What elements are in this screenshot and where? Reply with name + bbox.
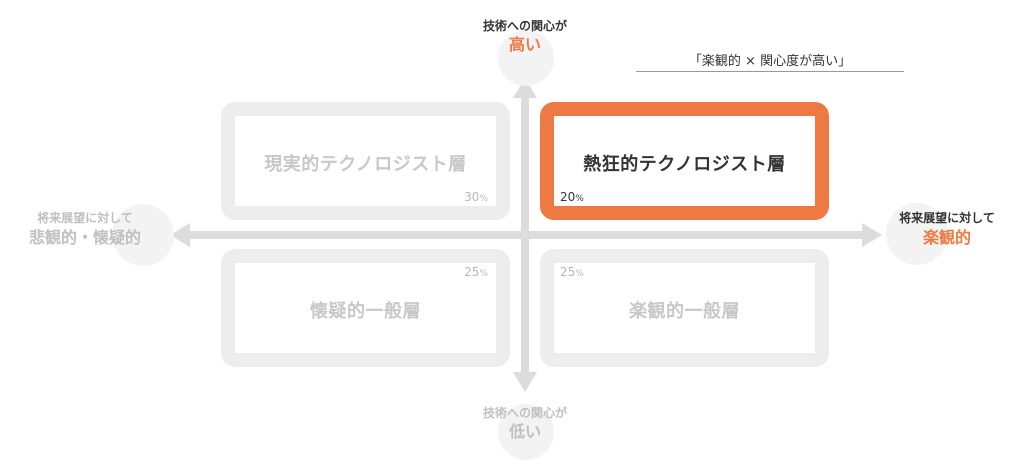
percent-unit: % xyxy=(575,269,584,279)
bottom-axis-big: 低い xyxy=(508,421,541,441)
percent-value: 25 xyxy=(560,265,576,279)
percent-unit: % xyxy=(575,194,584,204)
arrow-up-icon xyxy=(513,78,537,98)
quadrant-percent: 30% xyxy=(464,190,488,204)
percent-unit: % xyxy=(479,269,488,279)
horizontal-axis xyxy=(188,231,864,239)
left-axis-big: 悲観的・懐疑的 xyxy=(28,227,141,247)
quadrant-bottom-right: 25% 楽観的一般層 xyxy=(540,249,829,367)
quadrant-top-left: 現実的テクノロジスト層 30% xyxy=(221,102,510,220)
quadrant-percent: 25% xyxy=(464,265,488,279)
arrow-right-icon xyxy=(862,223,882,247)
top-axis-big: 高い xyxy=(508,34,541,54)
top-label-circle xyxy=(498,30,554,86)
percent-value: 25 xyxy=(464,265,480,279)
quadrant-top-right: 熱狂的テクノロジスト層 20% xyxy=(540,102,829,220)
quadrant-percent: 25% xyxy=(560,265,584,279)
percent-value: 20 xyxy=(560,190,576,204)
bottom-label-circle xyxy=(498,404,554,460)
top-axis-label: 技術への関心が 高い xyxy=(445,19,605,54)
right-axis-big: 楽観的 xyxy=(922,227,971,247)
left-label-circle xyxy=(112,204,174,266)
legend-underline xyxy=(636,71,904,72)
right-axis-label: 将来展望に対して 楽観的 xyxy=(872,211,1022,247)
bottom-axis-small: 技術への関心が xyxy=(482,406,567,420)
right-label-circle xyxy=(886,203,948,265)
quadrant-title: 熱狂的テクノロジスト層 xyxy=(583,154,786,175)
bottom-axis-label: 技術への関心が 低い xyxy=(445,406,605,441)
quadrant-title: 現実的テクノロジスト層 xyxy=(264,154,467,175)
arrow-down-icon xyxy=(513,372,537,392)
legend-text: 「楽観的 × 関心度が高い」 xyxy=(688,54,852,69)
left-axis-label: 将来展望に対して 悲観的・懐疑的 xyxy=(0,211,170,247)
right-axis-small: 将来展望に対して xyxy=(899,211,995,225)
quadrant-title: 楽観的一般層 xyxy=(629,301,740,322)
quadrant-percent: 20% xyxy=(560,190,584,204)
arrow-left-icon xyxy=(170,223,190,247)
percent-value: 30 xyxy=(464,190,480,204)
left-axis-small: 将来展望に対して xyxy=(37,211,133,225)
quadrant-bottom-left: 25% 懐疑的一般層 xyxy=(221,249,510,367)
percent-unit: % xyxy=(479,194,488,204)
top-axis-small: 技術への関心が xyxy=(482,19,567,33)
quadrant-title: 懐疑的一般層 xyxy=(310,301,421,322)
